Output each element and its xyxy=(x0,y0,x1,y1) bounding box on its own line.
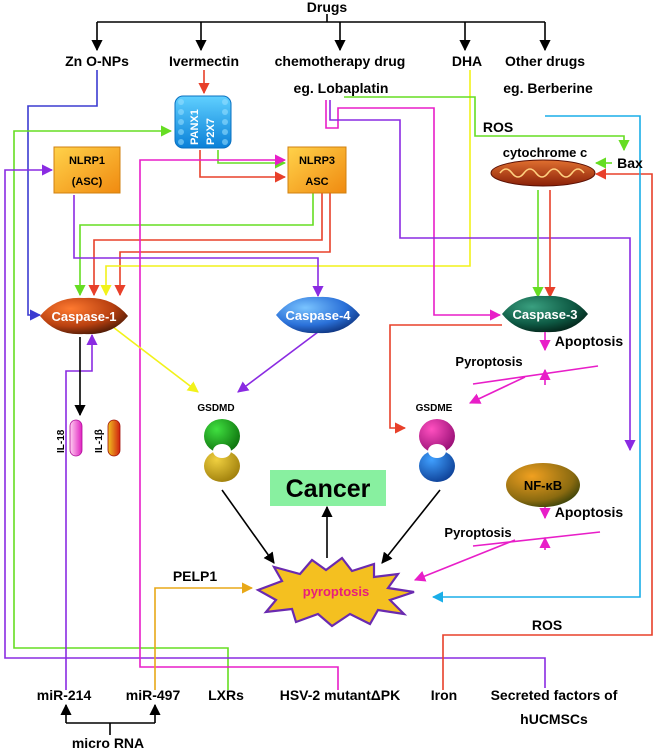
ros-top-label: ROS xyxy=(483,119,513,135)
apoptosis1-label: Apoptosis xyxy=(555,333,624,349)
panx1-label: PANX1 xyxy=(189,109,201,145)
gsdmd-label: GSDMD xyxy=(197,403,234,414)
caspase3-to-gsdme-line xyxy=(389,324,502,434)
caspase1-to-gsdmd-line xyxy=(112,326,199,393)
cytochrome-label: cytochrome c xyxy=(503,145,588,160)
hucmscs-label: hUCMSCs xyxy=(520,711,588,727)
switch1-to-gsdme-arrow xyxy=(468,376,526,404)
p2x7-label: P2X7 xyxy=(205,118,217,145)
pyroptosis2-label: Pyroptosis xyxy=(444,525,511,540)
gsdmd-node: GSDMD xyxy=(197,403,240,482)
nlrp3-box: NLRP3 ASC xyxy=(287,146,347,194)
caspase4-to-gsdmd-line xyxy=(237,331,319,393)
asc3-label: ASC xyxy=(305,176,328,188)
lxrs-label: LXRs xyxy=(208,687,244,703)
lobaplatin-label: eg. Lobaplatin xyxy=(294,80,389,96)
microrna-label: micro RNA xyxy=(72,735,144,751)
dha-to-caspase1-yellow-line xyxy=(100,70,471,297)
other-drugs-label: Other drugs xyxy=(505,53,585,69)
nfkb-label: NF-κB xyxy=(524,478,562,493)
panx1-to-nlrp3-green-line xyxy=(217,150,287,169)
gsdme-to-pyroptosis-line xyxy=(381,489,441,564)
il1b-node: IL-1β xyxy=(94,419,121,457)
switch2-line xyxy=(472,531,601,547)
microrna-branch-lines xyxy=(60,703,161,735)
caspase4-node: Caspase-4 xyxy=(276,296,360,334)
caspase1-label: Caspase-1 xyxy=(51,309,116,324)
switch2-to-pyroptosis-arrow xyxy=(413,539,516,582)
nlrp3-to-caspase1-red2-line xyxy=(114,193,331,297)
nlrp3-to-caspase1-green-line xyxy=(74,193,314,297)
ivermectin-label: Ivermectin xyxy=(169,53,239,69)
cancer-box: Cancer xyxy=(270,470,386,506)
il1b-label: IL-1β xyxy=(94,429,105,453)
text-labels: Drugs Zn O-NPs Ivermectin chemotherapy d… xyxy=(37,0,643,751)
gsdmd-to-pyroptosis-line xyxy=(221,489,275,564)
asc1-label: (ASC) xyxy=(72,176,103,188)
caspase3-label: Caspase-3 xyxy=(512,307,577,322)
nfkb-node: NF-κB xyxy=(506,463,580,507)
nlrp1-label: NLRP1 xyxy=(69,155,105,167)
il18-label: IL-18 xyxy=(56,429,67,453)
gsdme-node: GSDME xyxy=(416,403,455,482)
iron-label: Iron xyxy=(431,687,457,703)
lobaplatin-to-caspase3-line xyxy=(325,100,502,321)
panx1-to-nlrp3-red-line xyxy=(199,150,287,183)
berberine-label: eg. Berberine xyxy=(503,80,593,96)
mir497-label: miR-497 xyxy=(126,687,181,703)
drugs-branch-lines xyxy=(91,14,551,52)
mir214-to-nlrp1-line xyxy=(4,164,546,688)
panx1-p2x7-channel: PANX1 P2X7 xyxy=(174,95,232,149)
nlrp3-label: NLRP3 xyxy=(299,155,335,167)
apoptosis2-label: Apoptosis xyxy=(555,504,624,520)
lobaplatin-to-nfkb-line xyxy=(329,100,636,452)
dha-label: DHA xyxy=(452,53,482,69)
cancer-label: Cancer xyxy=(286,475,371,503)
pyroptosis-center-label: pyroptosis xyxy=(303,584,369,599)
nlrp1-box: NLRP1 (ASC) xyxy=(53,146,121,194)
bax-label: Bax xyxy=(617,155,643,171)
iron-ros-to-cytochrome-line xyxy=(442,168,653,690)
secreted-factors-label: Secreted factors of xyxy=(491,687,618,703)
caspase4-label: Caspase-4 xyxy=(285,308,351,323)
switch1-line xyxy=(472,365,599,385)
mir497-pelp1-to-pyroptosis-line xyxy=(154,582,254,690)
nlrp3-to-caspase1-red-line xyxy=(88,193,323,297)
caspase1-node: Caspase-1 xyxy=(40,297,128,335)
pyroptosis-star: pyroptosis xyxy=(255,556,415,628)
connectors xyxy=(4,14,653,735)
gsdme-label: GSDME xyxy=(416,403,453,414)
il18-node: IL-18 xyxy=(56,419,83,457)
drugs-label: Drugs xyxy=(307,0,348,15)
mitochondrion-icon xyxy=(490,159,596,187)
caspase3-node: Caspase-3 xyxy=(502,295,588,333)
lobaplatin-ros-line xyxy=(344,96,630,152)
berberine-to-pyroptosis-line xyxy=(431,115,641,603)
lxrs-loop-green-line xyxy=(13,125,229,690)
zno-to-caspase1-line xyxy=(27,70,98,321)
pyroptosis1-label: Pyroptosis xyxy=(455,354,522,369)
hsv2-to-nlrp3-line xyxy=(139,154,339,690)
chemo-label: chemotherapy drug xyxy=(275,53,406,69)
nlrp1-to-caspase4-line xyxy=(73,195,324,298)
mir214-to-caspase1-line xyxy=(65,333,98,690)
pelp1-label: PELP1 xyxy=(173,568,218,584)
ros-bottom-label: ROS xyxy=(532,617,562,633)
zno-label: Zn O-NPs xyxy=(65,53,129,69)
mir214-label: miR-214 xyxy=(37,687,92,703)
hsv2-label: HSV-2 mutantΔPK xyxy=(280,687,401,703)
